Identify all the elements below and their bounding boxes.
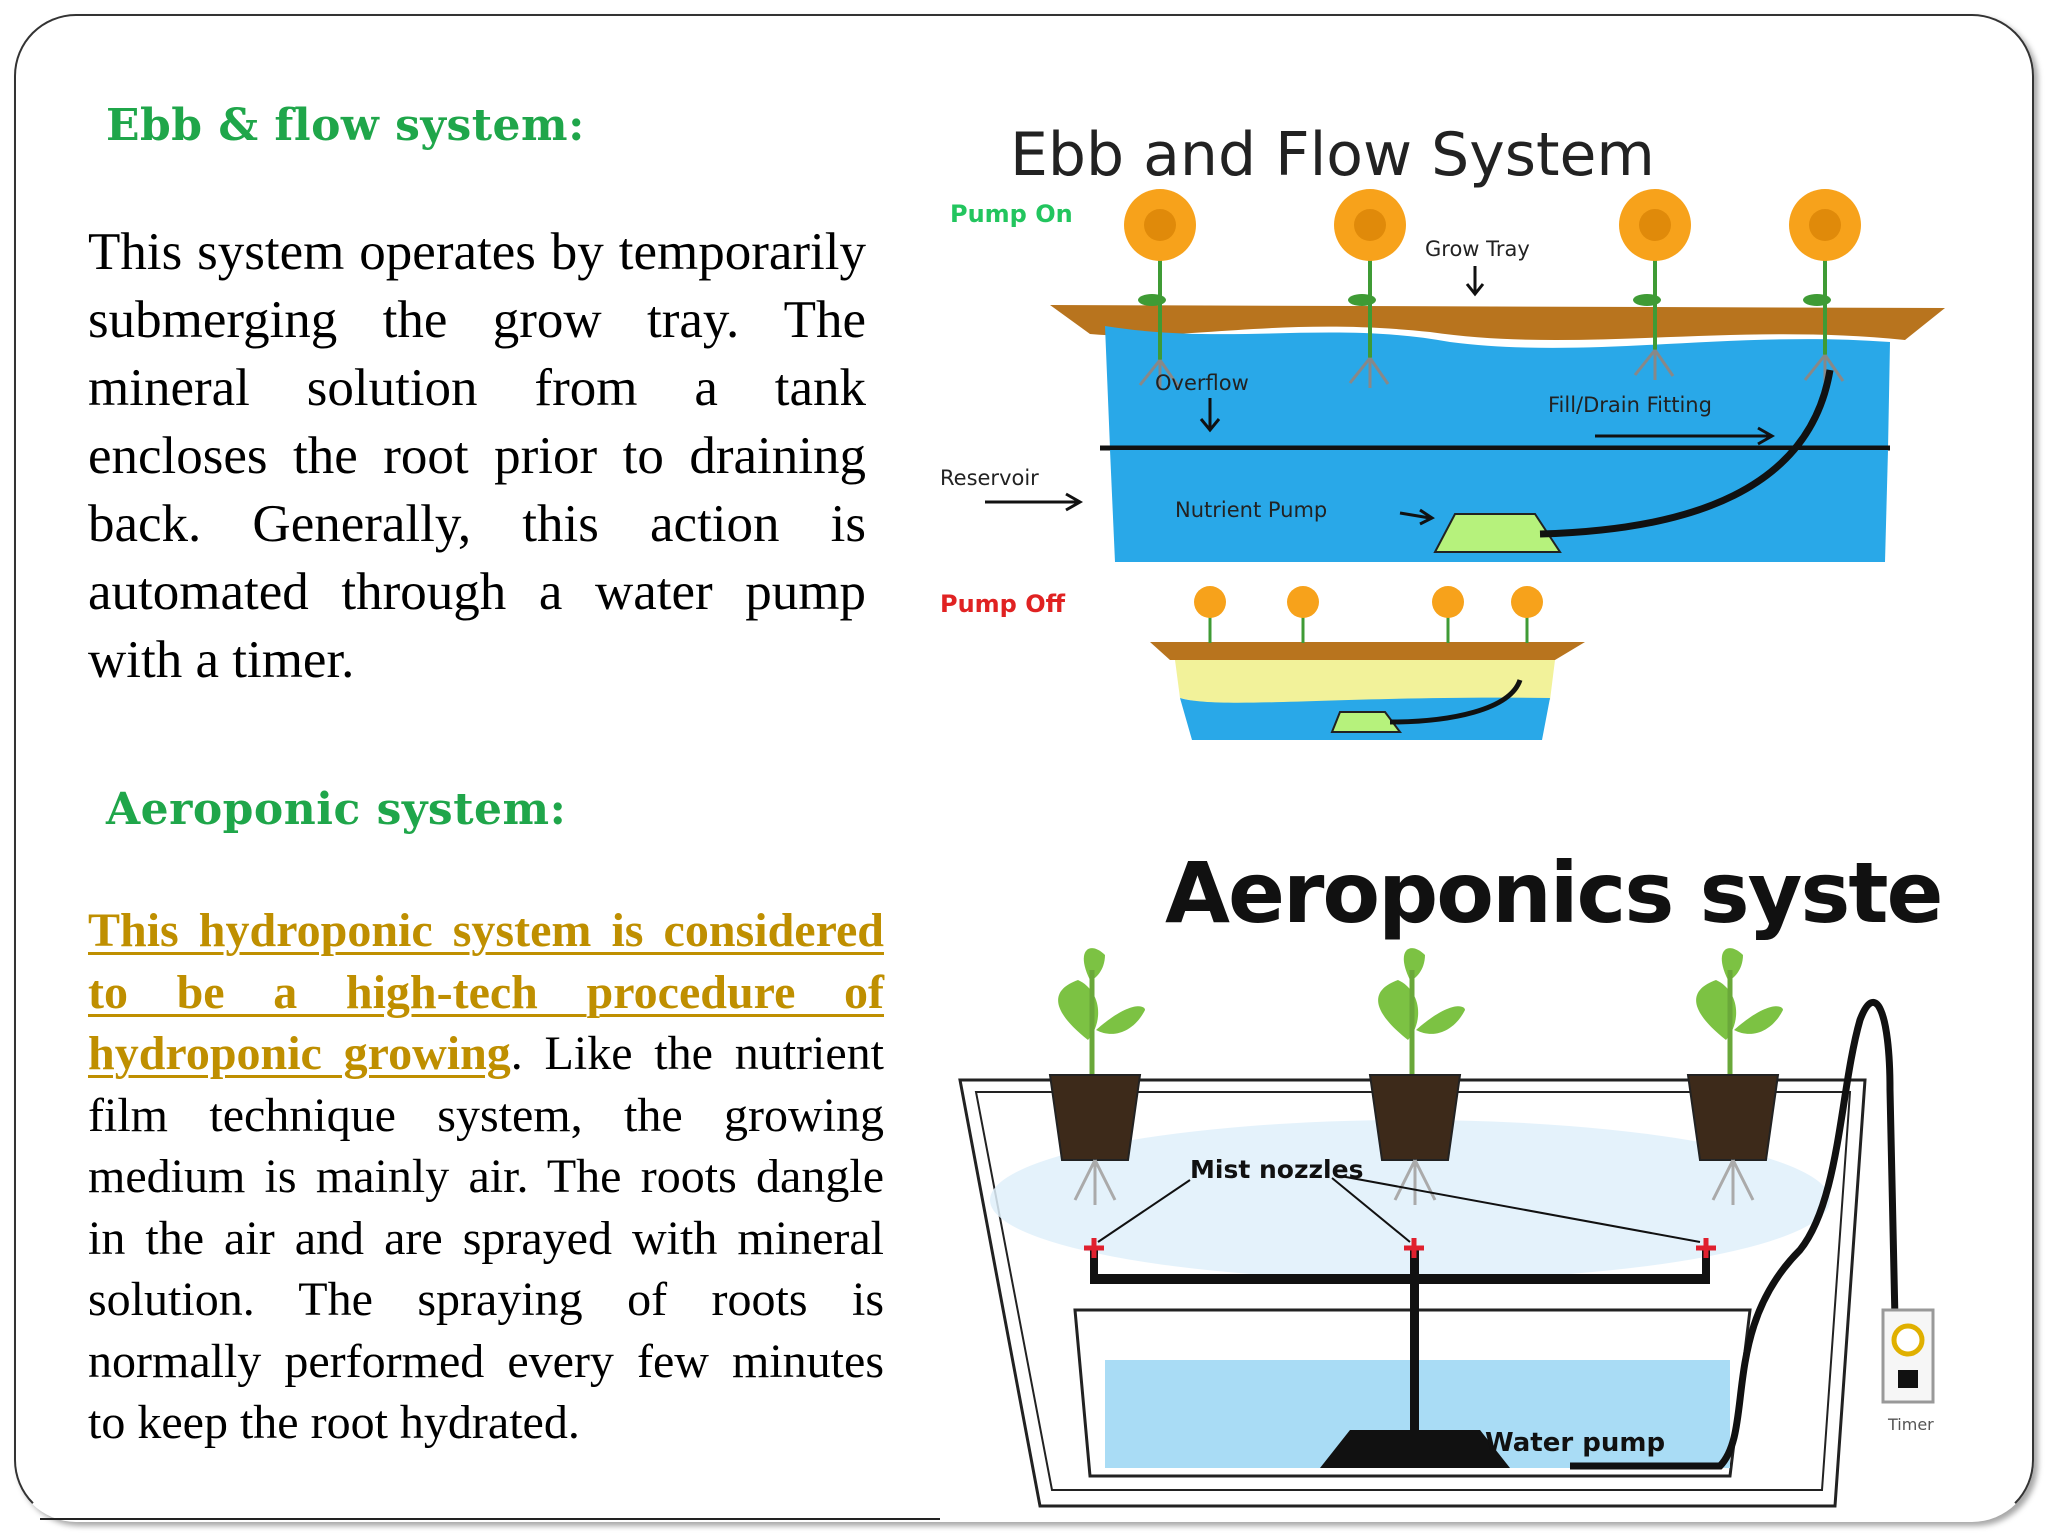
water-pump <box>1320 1430 1510 1468</box>
plant-1 <box>1048 948 1145 1205</box>
fill-drain-hose <box>1539 369 1834 538</box>
nozzle-icons <box>1084 1238 1716 1258</box>
right-riser <box>1702 1248 1710 1282</box>
timer-icon <box>1891 1323 1925 1357</box>
small-tray-empty <box>1175 660 1555 706</box>
timer-plug <box>1898 1370 1918 1388</box>
reservoir-arrow-icon <box>985 492 1084 512</box>
fill-drain-arrow-icon <box>1595 426 1776 446</box>
outer-chamber-inner <box>974 1091 1852 1491</box>
slide-frame <box>14 14 2034 1522</box>
grow-tray-arrow-icon <box>1465 266 1485 297</box>
mist-cloud <box>990 1120 1830 1280</box>
aero-paragraph-rest: . Like the nutrient film technique syste… <box>88 1027 884 1449</box>
nutrient-pump-arrow-icon <box>1399 508 1435 526</box>
ebb-flow-diagram: Ebb and Flow System Pump On Grow Tray Ov… <box>940 120 1945 740</box>
plant-3 <box>1686 948 1783 1205</box>
spray-manifold <box>1090 1274 1710 1284</box>
overflow-label: Overflow <box>1155 371 1249 395</box>
pump-on-label: Pump On <box>950 200 1073 228</box>
small-grow-tray <box>1150 642 1585 660</box>
center-riser <box>1410 1248 1419 1438</box>
timer-label: Timer <box>1887 1415 1934 1434</box>
fill-drain-label: Fill/Drain Fitting <box>1548 393 1712 417</box>
small-flowers <box>1194 586 1543 643</box>
aeroponics-diagram: Aeroponics system Timer <box>958 844 1940 1508</box>
bottom-rule <box>40 1518 940 1520</box>
reservoir-tank <box>1110 450 1888 562</box>
flower-4 <box>1789 189 1861 385</box>
grow-tray <box>1050 305 1945 341</box>
plant-2 <box>1368 948 1465 1205</box>
small-pump <box>1330 711 1402 733</box>
reservoir-label: Reservoir <box>940 466 1039 490</box>
flower-2 <box>1334 189 1406 388</box>
aero-heading: Aeroponic system: <box>106 784 567 835</box>
aero-diagram-title: Aeroponics system <box>1165 844 1940 942</box>
water-pump-label: Water pump <box>1485 1428 1665 1458</box>
ebb-heading: Ebb & flow system: <box>106 100 585 151</box>
aero-highlight-link[interactable]: This hydroponic system is considered to … <box>88 904 884 1080</box>
nutrient-pump <box>1433 513 1562 553</box>
flower-1 <box>1124 189 1196 390</box>
mist-nozzle-pointers <box>1097 1174 1701 1243</box>
nutrient-pump-label: Nutrient Pump <box>1175 498 1327 522</box>
ebb-paragraph: This system operates by temporarily subm… <box>88 223 866 689</box>
overflow-arrow-icon <box>1199 398 1221 433</box>
pump-off-label: Pump Off <box>940 590 1066 618</box>
ebb-diagram-title: Ebb and Flow System <box>1010 120 1655 190</box>
small-hose <box>1389 679 1523 725</box>
grow-tray-label: Grow Tray <box>1425 237 1530 261</box>
mist-nozzles-label: Mist nozzles <box>1190 1155 1363 1184</box>
aero-paragraph: This hydroponic system is considered to … <box>88 900 884 1454</box>
left-riser <box>1090 1248 1098 1282</box>
upper-tray-water <box>1105 326 1890 450</box>
power-cable <box>1570 998 1899 1470</box>
flower-3 <box>1619 189 1691 380</box>
